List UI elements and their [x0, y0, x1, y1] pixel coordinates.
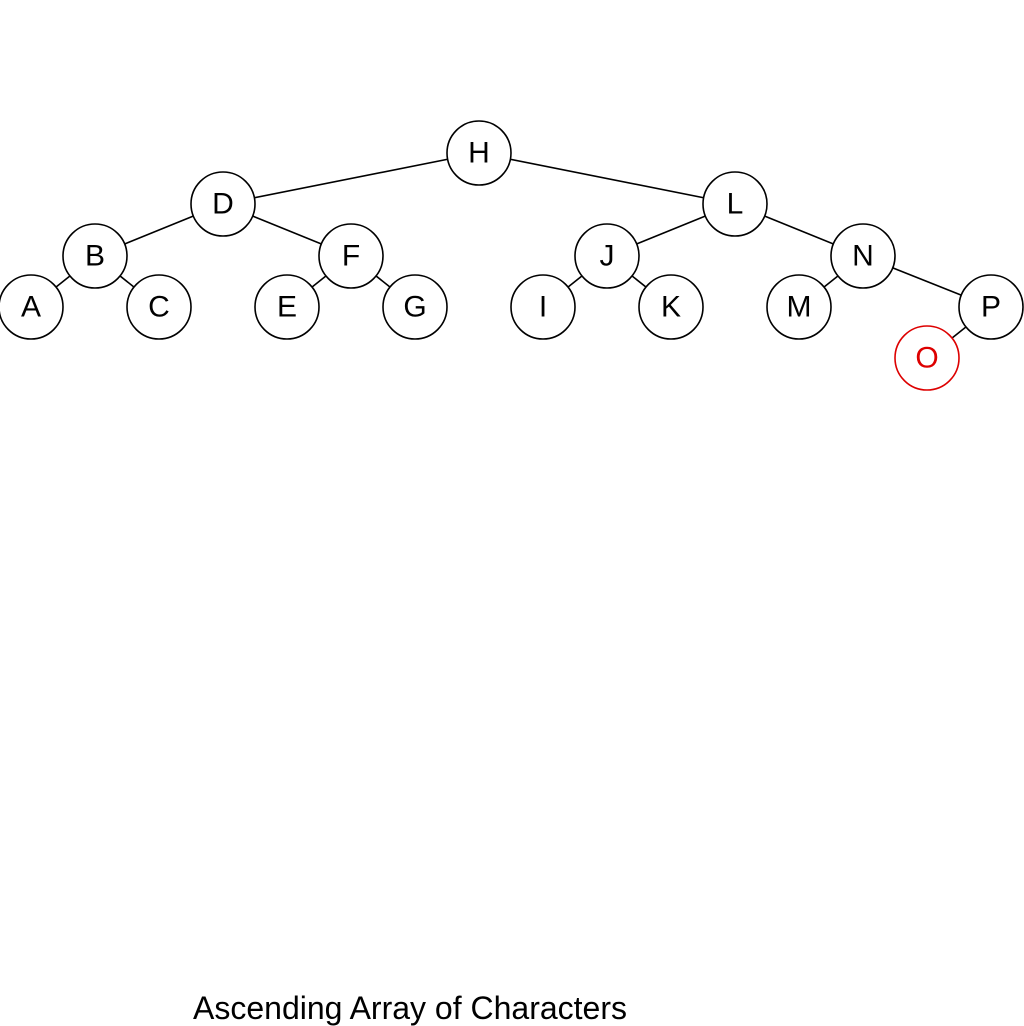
- node-circle-I: [510, 274, 576, 340]
- node-label-D: D: [212, 188, 234, 221]
- tree-node-D: D: [190, 171, 256, 237]
- tree-node-L: L: [702, 171, 768, 237]
- tree-node-K: K: [638, 274, 704, 340]
- edge-H-D: [222, 152, 480, 205]
- edge-H-L: [478, 152, 736, 205]
- node-label-O: O: [915, 342, 938, 375]
- node-circle-F: [318, 223, 384, 289]
- node-circle-G: [382, 274, 448, 340]
- node-label-K: K: [661, 291, 681, 324]
- tree-node-M: M: [766, 274, 832, 340]
- node-label-B: B: [85, 240, 105, 273]
- node-label-P: P: [981, 291, 1001, 324]
- node-label-A: A: [21, 291, 41, 324]
- tree-node-N: N: [830, 223, 896, 289]
- tree-node-C: C: [126, 274, 192, 340]
- node-circle-E: [254, 274, 320, 340]
- node-circle-M: [766, 274, 832, 340]
- node-circle-L: [702, 171, 768, 237]
- node-label-M: M: [787, 291, 812, 324]
- node-circle-H: [446, 120, 512, 186]
- node-label-F: F: [342, 240, 360, 273]
- node-label-N: N: [852, 240, 874, 273]
- tree-node-O: O: [894, 325, 960, 391]
- tree-node-H: H: [446, 120, 512, 186]
- node-label-C: C: [148, 291, 170, 324]
- tree-node-G: G: [382, 274, 448, 340]
- tree-node-F: F: [318, 223, 384, 289]
- diagram-caption: Ascending Array of Characters: [193, 990, 627, 1026]
- nodes-layer: H D L B F J N A C E G I K M P O: [0, 120, 1024, 391]
- tree-node-E: E: [254, 274, 320, 340]
- tree-node-A: A: [0, 274, 64, 340]
- tree-node-P: P: [958, 274, 1024, 340]
- tree-node-B: B: [62, 223, 128, 289]
- node-circle-P: [958, 274, 1024, 340]
- node-circle-O: [894, 325, 960, 391]
- node-circle-A: [0, 274, 64, 340]
- node-label-E: E: [277, 291, 297, 324]
- node-circle-B: [62, 223, 128, 289]
- node-circle-C: [126, 274, 192, 340]
- tree-node-I: I: [510, 274, 576, 340]
- node-circle-N: [830, 223, 896, 289]
- node-label-I: I: [539, 291, 547, 324]
- node-circle-D: [190, 171, 256, 237]
- tree-node-J: J: [574, 223, 640, 289]
- node-circle-K: [638, 274, 704, 340]
- node-label-L: L: [727, 188, 744, 221]
- node-circle-J: [574, 223, 640, 289]
- node-label-J: J: [600, 240, 615, 273]
- node-label-G: G: [403, 291, 426, 324]
- node-label-H: H: [468, 137, 490, 170]
